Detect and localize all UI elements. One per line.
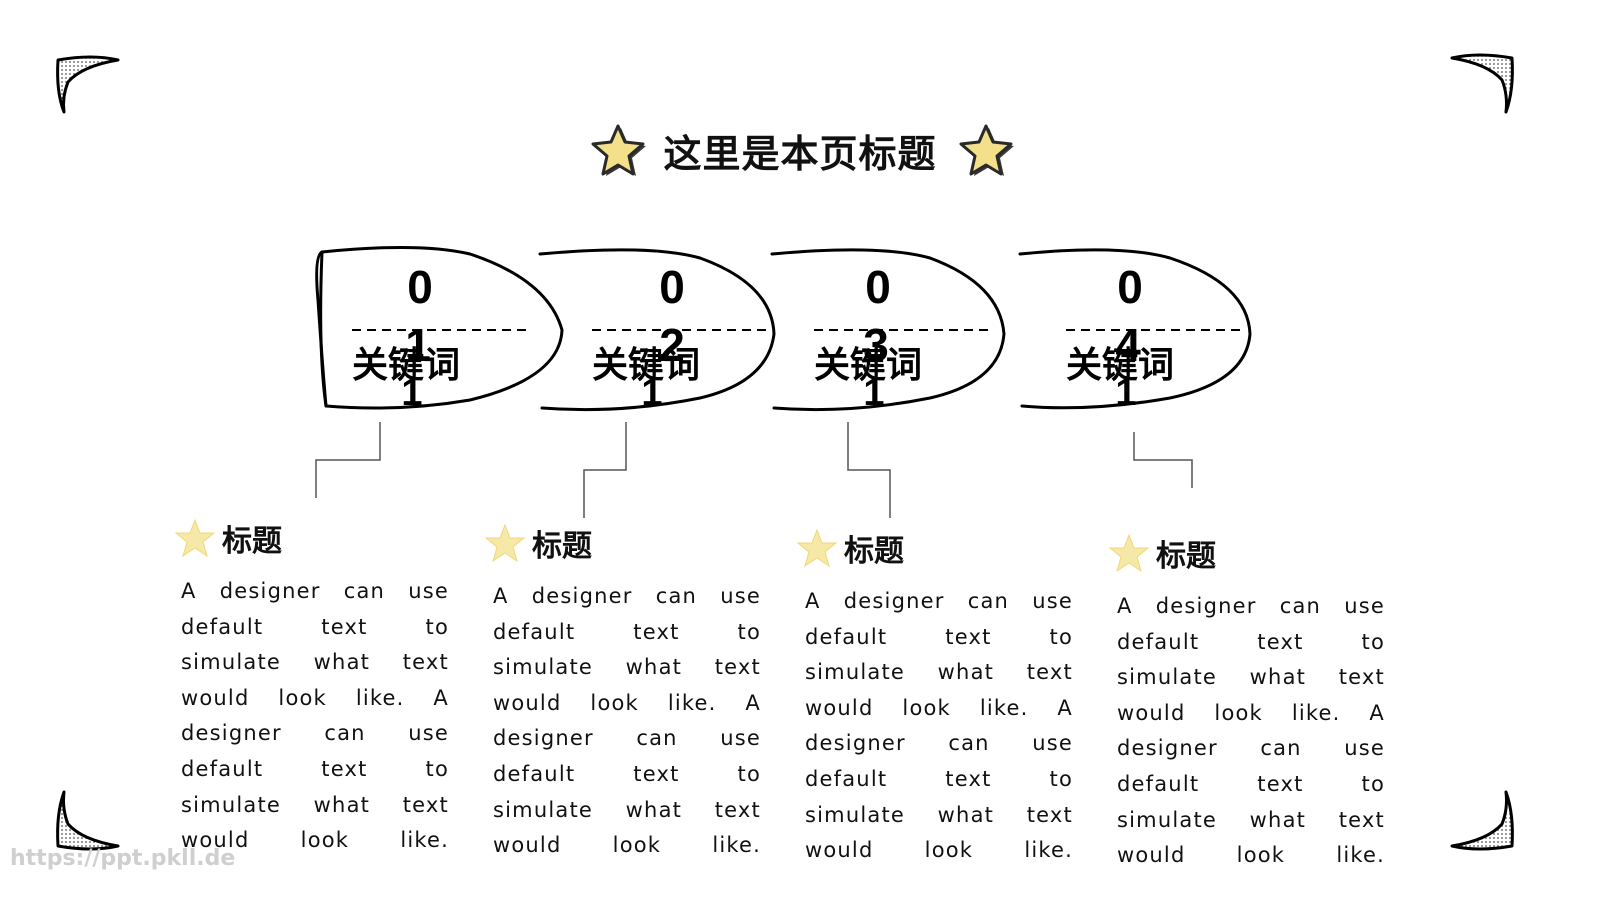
step-number: 0	[659, 261, 685, 313]
star-icon	[796, 528, 838, 568]
step-number: 0	[407, 261, 433, 313]
card-body-text: A designer can use default text to simul…	[805, 589, 1073, 863]
connector-line	[315, 422, 381, 498]
watermark: https://ppt.pkll.de	[10, 846, 236, 871]
card-title: 标题	[484, 521, 592, 565]
card-body-text: A designer can use default text to simul…	[493, 584, 761, 858]
card-title-label: 标题	[1156, 539, 1216, 574]
step-number: 0	[865, 261, 891, 313]
step-number: 0	[1117, 261, 1143, 313]
card-title: 标题	[174, 516, 282, 560]
connector-line	[847, 422, 891, 518]
connector-line	[583, 422, 627, 518]
corner-bracket-icon	[56, 55, 120, 114]
card-title-label: 标题	[844, 534, 904, 569]
connector-line	[1133, 432, 1193, 488]
step-keyword: 关键词	[1066, 345, 1175, 386]
card-title: 标题	[1108, 531, 1216, 575]
star-icon	[484, 523, 526, 563]
star-icon	[1108, 533, 1150, 573]
step-overlay-number: 2	[659, 319, 685, 371]
card-body-text: A designer can use default text to simul…	[1117, 594, 1385, 868]
star-icon	[174, 518, 216, 558]
page-title: 这里是本页标题	[663, 131, 937, 176]
card-title: 标题	[796, 526, 904, 570]
step-keyword-number: 1	[1115, 372, 1137, 414]
step-overlay-number: 4	[1115, 319, 1141, 371]
step-overlay-number: 3	[863, 319, 889, 371]
step-keyword: 关键词	[592, 345, 701, 386]
title-bar: 这里是本页标题	[570, 118, 1030, 182]
step-keyword: 关键词	[814, 345, 923, 386]
corner-bracket-icon	[1450, 53, 1514, 114]
card-body-text: A designer can use default text to simul…	[181, 579, 449, 853]
star-icon	[959, 124, 1014, 176]
corner-bracket-icon	[56, 790, 120, 851]
step-keyword-number: 1	[401, 372, 423, 414]
card-title-label: 标题	[222, 524, 282, 559]
step-overlay-number: 1	[405, 319, 431, 371]
card-title-label: 标题	[532, 529, 592, 564]
step-keyword-number: 1	[863, 372, 885, 414]
star-icon	[591, 124, 647, 176]
step-keyword: 关键词	[352, 345, 461, 386]
corner-bracket-icon	[1450, 790, 1514, 851]
step-keyword-number: 1	[641, 372, 663, 414]
